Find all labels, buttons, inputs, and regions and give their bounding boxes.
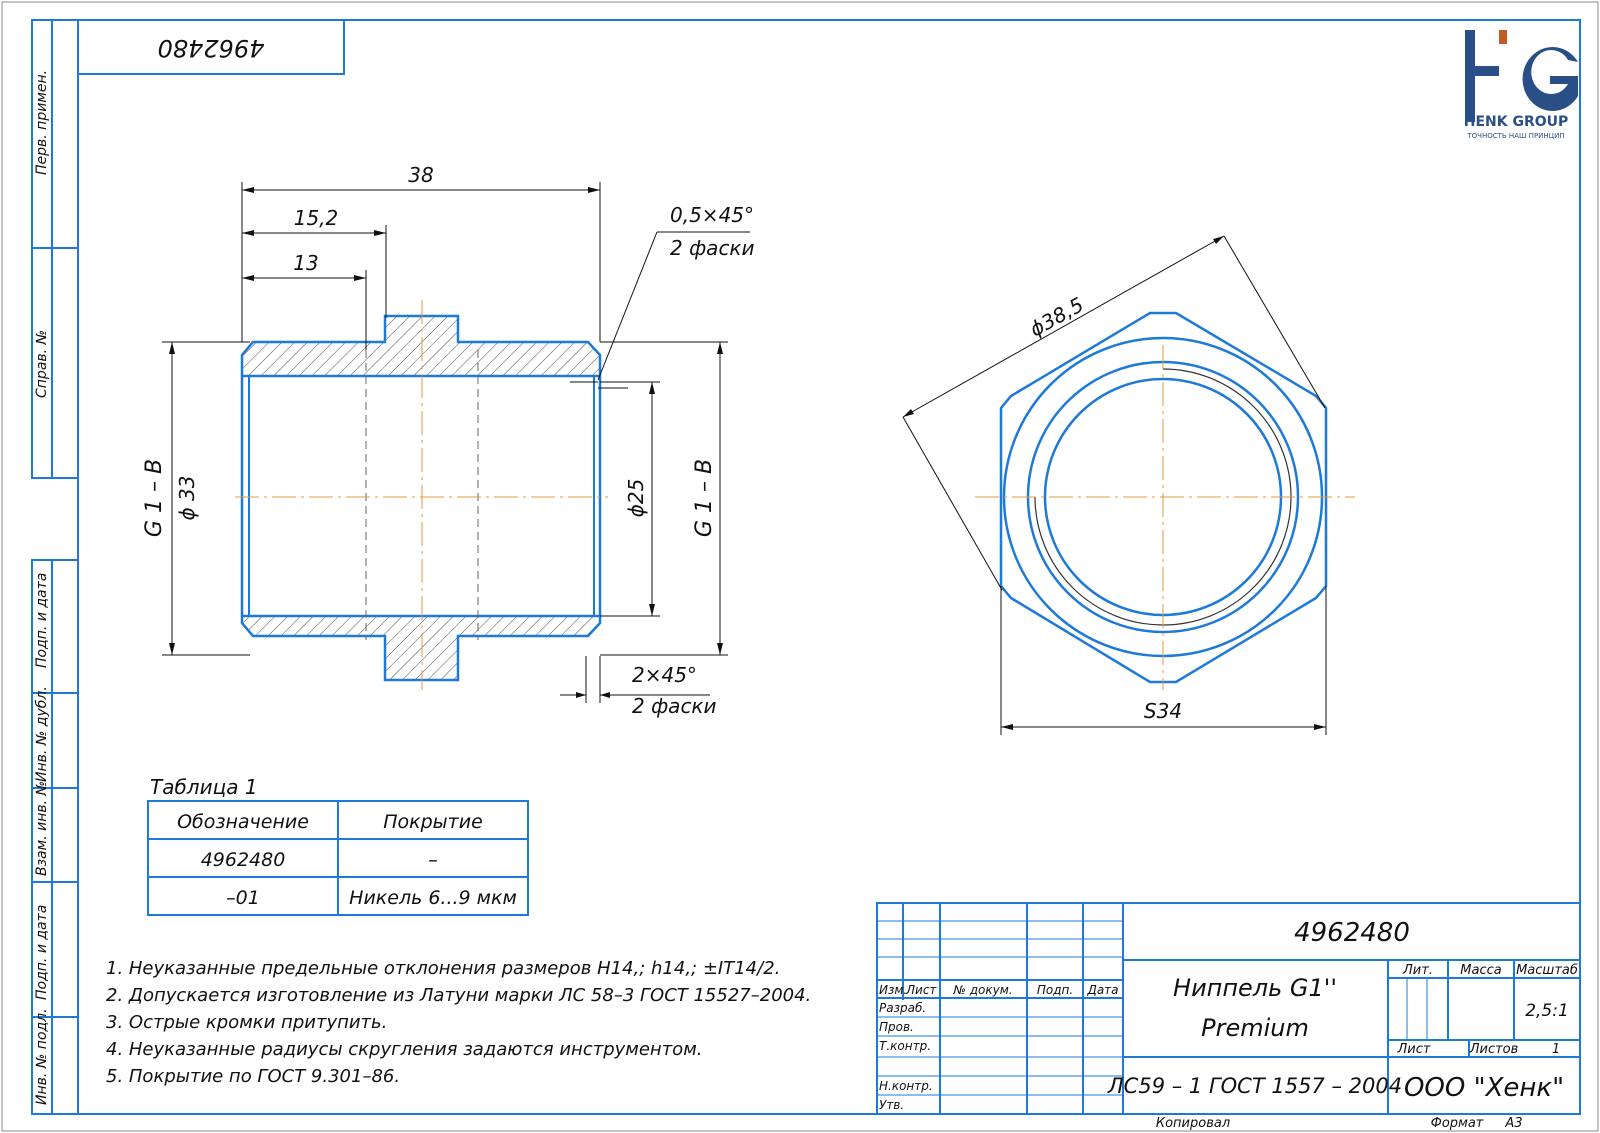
top-stamp-number: 4962480 — [158, 34, 265, 62]
tb-scale-value: 2,5:1 — [1525, 1001, 1569, 1021]
note-2: 2. Допускается изготовление из Латуни ма… — [106, 985, 811, 1006]
tb-col-data: Дата — [1086, 983, 1118, 997]
tb-row-tkontr: Т.контр. — [879, 1039, 931, 1053]
thread-right-label: G 1 – B — [692, 459, 717, 537]
hex-size-label: S34 — [1144, 699, 1182, 723]
logo-tagline: ТОЧНОСТЬ НАШ ПРИНЦИП — [1466, 132, 1564, 140]
left-margin — [31, 19, 79, 1115]
logo-brand: HENK GROUP — [1464, 114, 1569, 130]
hex-view — [902, 235, 1355, 735]
tb-name-line1: Ниппель G1'' — [1173, 974, 1337, 1002]
table-header-designation: Обозначение — [177, 811, 309, 833]
table-cell: Никель 6...9 мкм — [349, 887, 517, 909]
note-4: 4. Неуказанные радиусы скругления задают… — [106, 1039, 703, 1060]
logo-h-bar — [1475, 66, 1499, 76]
side-label-sprav: Справ. № — [34, 330, 50, 398]
tb-row-utv: Утв. — [879, 1098, 904, 1112]
tb-row-nkontr: Н.контр. — [879, 1079, 933, 1093]
thread-left-label: G 1 – B — [142, 459, 167, 537]
dim-13: 13 — [293, 251, 318, 275]
section-wall-bottom — [242, 616, 600, 680]
logo-h-left — [1465, 30, 1475, 122]
note-5: 5. Покрытие по ГОСТ 9.301–86. — [106, 1066, 400, 1087]
section-view — [235, 300, 608, 690]
dia-inner-label: ϕ25 — [624, 479, 648, 518]
note-1: 1. Неуказанные предельные отклонения раз… — [106, 958, 780, 979]
chamfer-bottom-count: 2 фаски — [632, 694, 717, 718]
side-label-podp1: Подп. и дата — [34, 573, 50, 668]
tb-sheets: Листов — [1469, 1042, 1519, 1057]
logo-g — [1522, 47, 1578, 111]
tb-massa: Масса — [1460, 963, 1501, 978]
tb-format-value: А3 — [1504, 1116, 1522, 1131]
tb-lit: Лит. — [1402, 963, 1433, 978]
table-1 — [147, 800, 529, 916]
dia-outer-label: ϕ 33 — [175, 476, 199, 521]
tb-masshtab: Масштаб — [1516, 963, 1578, 978]
side-dimensions — [162, 182, 750, 703]
main-frame — [77, 19, 1581, 1115]
tb-copied: Копировал — [1156, 1116, 1230, 1131]
table-cell: –01 — [226, 887, 260, 909]
tb-sheet: Лист — [1397, 1042, 1431, 1057]
logo-accent — [1499, 30, 1507, 44]
tb-material: ЛС59 – 1 ГОСТ 1557 – 2004 — [1107, 1074, 1402, 1098]
table-caption: Таблица 1 — [150, 775, 258, 799]
tb-format-label: Формат — [1431, 1116, 1484, 1131]
hex-dia-label: ϕ38,5 — [1026, 292, 1088, 341]
table-cell: 4962480 — [201, 849, 286, 871]
chamfer-bottom-size: 2×45° — [632, 663, 697, 687]
side-label-podp2: Подп. и дата — [34, 905, 50, 1000]
note-3: 3. Острые кромки притупить. — [106, 1012, 387, 1033]
chamfer-top-size: 0,5×45° — [670, 203, 754, 227]
dim-length: 38 — [408, 163, 433, 187]
tb-sheets-value: 1 — [1552, 1042, 1560, 1057]
tb-name-line2: Premium — [1201, 1014, 1309, 1042]
tb-row-prov: Пров. — [879, 1020, 914, 1034]
title-block — [876, 902, 1581, 1115]
tb-company: ООО "Хенк" — [1404, 1073, 1564, 1103]
side-label-inv-dubl: Инв. № дубл. — [34, 686, 50, 782]
side-label-vzam: Взам. инв. № — [34, 781, 50, 876]
tb-col-izm: Изм. — [879, 983, 907, 997]
chamfer-top-count: 2 фаски — [670, 236, 755, 260]
section-outline — [240, 314, 602, 682]
logo: HENK GROUP ТОЧНОСТЬ НАШ ПРИНЦИП — [1464, 30, 1578, 140]
tb-col-podp: Подп. — [1037, 983, 1073, 997]
side-label-perv: Перв. примен. — [34, 70, 50, 175]
tb-designation: 4962480 — [1294, 918, 1410, 948]
table-header-coating: Покрытие — [383, 811, 483, 833]
side-label-inv-podl: Инв. № подл. — [34, 1008, 50, 1105]
tb-row-razrab: Разраб. — [879, 1001, 926, 1015]
top-stamp-box — [77, 19, 345, 75]
tb-col-doc: № докум. — [952, 983, 1012, 997]
dim-15-2: 15,2 — [294, 206, 339, 230]
tb-col-list: Лист — [905, 983, 937, 997]
section-wall-top — [242, 316, 600, 376]
table-cell: – — [428, 849, 438, 871]
thread-root-arc — [1034, 368, 1292, 626]
